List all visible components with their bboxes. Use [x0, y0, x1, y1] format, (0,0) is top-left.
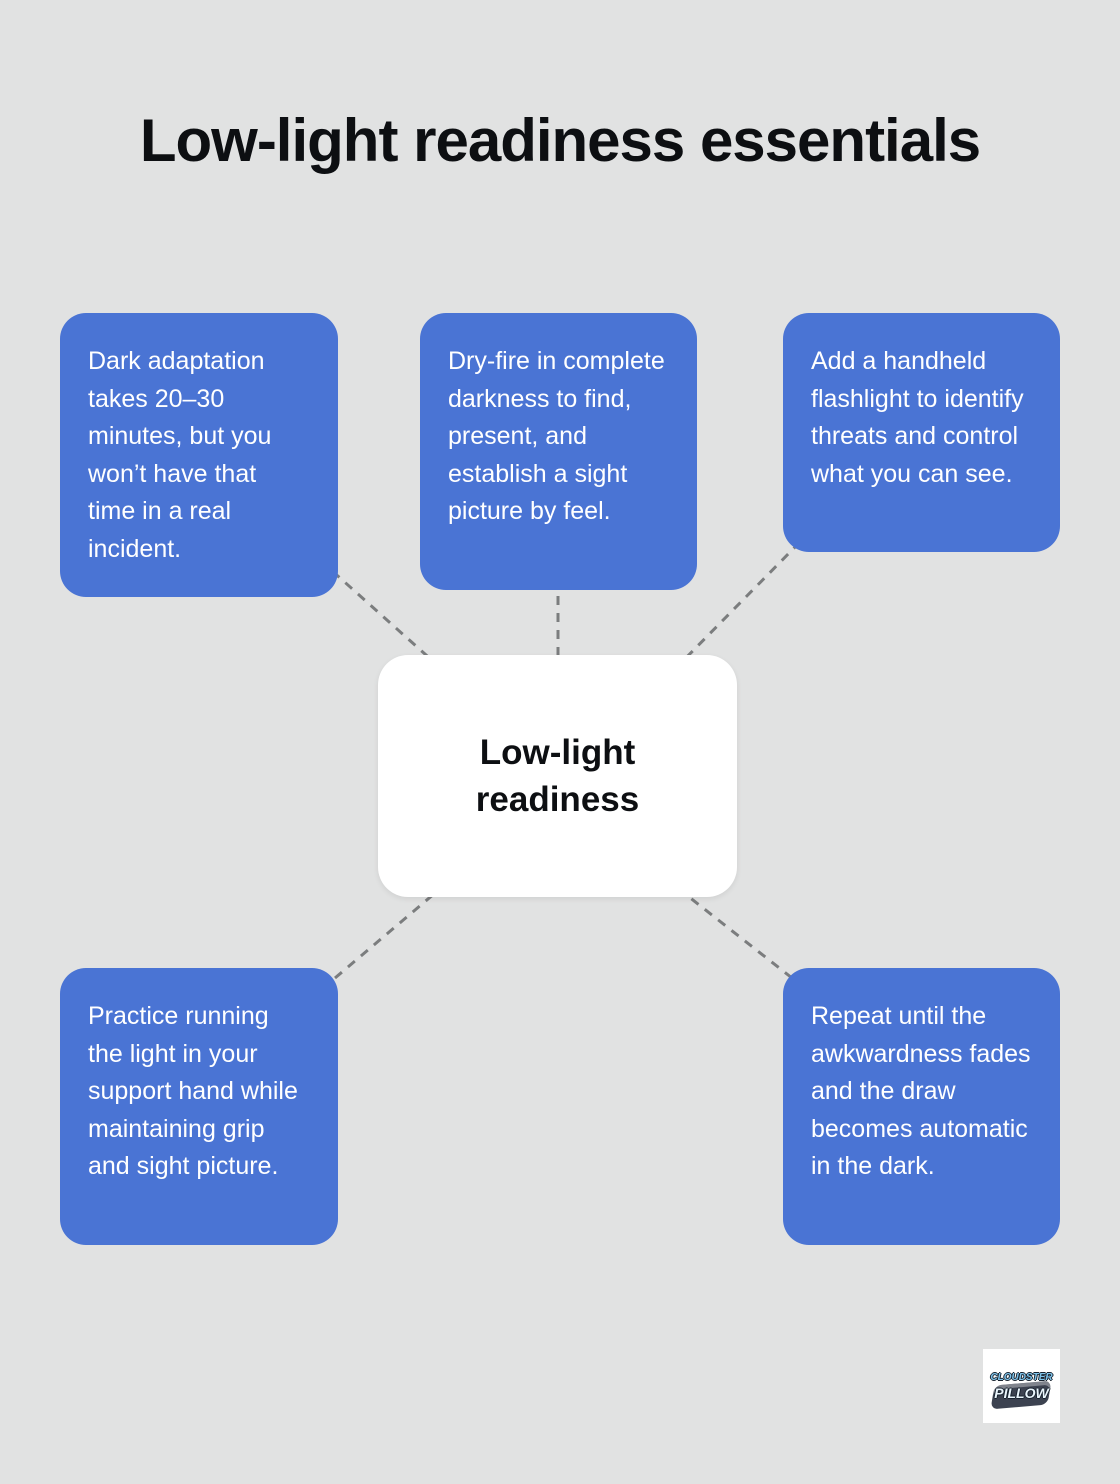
- connector-bottom-left: [334, 880, 449, 980]
- center-node: Low-light readiness: [378, 655, 737, 897]
- connector-bottom-right: [669, 880, 793, 980]
- node-handheld-flashlight: Add a handheld flashlight to identify th…: [783, 313, 1060, 552]
- node-text: Add a handheld flashlight to identify th…: [811, 347, 1024, 488]
- connector-top-right: [670, 540, 802, 674]
- node-text: Practice running the light in your suppo…: [88, 1002, 298, 1180]
- node-dry-fire: Dry-fire in complete darkness to find, p…: [420, 313, 697, 590]
- brand-logo: CLOUDSTER PILLOW: [983, 1349, 1060, 1423]
- logo-text-cloudster: CLOUDSTER: [990, 1371, 1053, 1383]
- node-text: Dark adaptation takes 20–30 minutes, but…: [88, 347, 272, 563]
- center-node-label: Low-light readiness: [475, 732, 640, 819]
- node-dark-adaptation: Dark adaptation takes 20–30 minutes, but…: [60, 313, 338, 597]
- node-support-hand: Practice running the light in your suppo…: [60, 968, 338, 1245]
- node-text: Dry-fire in complete darkness to find, p…: [448, 347, 665, 525]
- node-repeat-practice: Repeat until the awkwardness fades and t…: [783, 968, 1060, 1245]
- node-text: Repeat until the awkwardness fades and t…: [811, 1002, 1031, 1180]
- logo-text-pillow: PILLOW: [994, 1384, 1049, 1401]
- page-title: Low-light readiness essentials: [139, 107, 981, 174]
- connector-top-left: [318, 558, 447, 674]
